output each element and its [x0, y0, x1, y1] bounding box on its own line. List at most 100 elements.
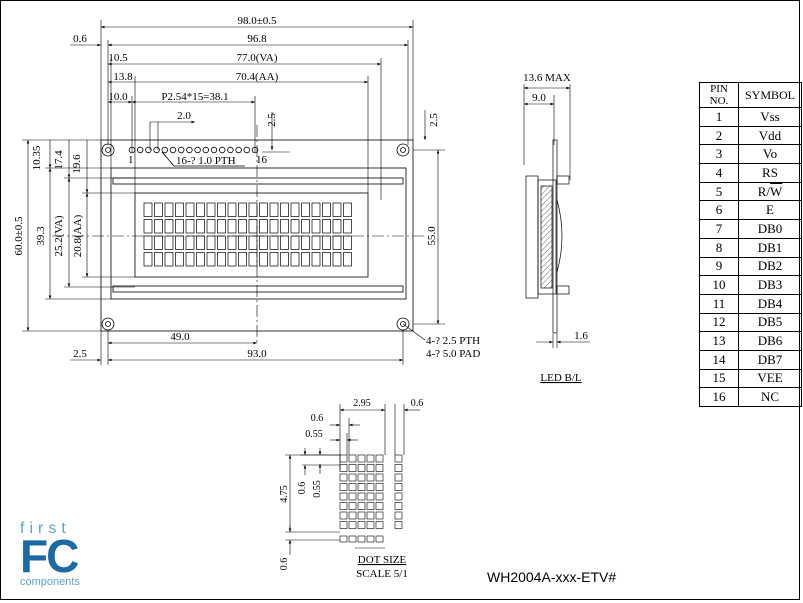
dim-aa-offset: 13.8 — [113, 71, 133, 83]
char-cell — [238, 219, 247, 234]
pin-pad — [169, 146, 177, 154]
pin-symbol: DB5 — [738, 312, 802, 333]
char-cell — [185, 219, 195, 234]
pin-number: 3 — [699, 144, 739, 165]
char-cell — [259, 235, 268, 250]
char-cell — [301, 252, 310, 267]
char-cell — [154, 252, 163, 267]
cursor-dot — [348, 535, 357, 543]
dot — [348, 511, 357, 520]
char-cell — [227, 252, 237, 267]
dot — [375, 492, 384, 501]
dot — [357, 454, 366, 463]
cursor-dot — [357, 535, 366, 543]
dot — [357, 483, 366, 491]
char-cell — [206, 252, 216, 267]
pin-number: 13 — [699, 331, 739, 351]
pin-symbol: DB1 — [738, 237, 802, 258]
dot-4-75: 4.75 — [279, 485, 290, 503]
dim-pin-pitch: P2.54*15=38.1 — [161, 91, 228, 103]
char-cell — [185, 252, 195, 267]
char-cell — [154, 219, 163, 234]
dim-93: 93.0 — [247, 348, 267, 360]
dot-next-char — [394, 502, 403, 510]
char-cell — [206, 235, 216, 250]
dot — [357, 502, 366, 510]
dot-2-95: 2.95 — [353, 398, 371, 409]
char-cell — [248, 219, 258, 234]
char-cell — [311, 219, 321, 234]
side-pcb-thickness: 1.6 — [574, 330, 588, 342]
hole-callout-pth: 4-? 2.5 PTH — [426, 335, 480, 347]
char-cell — [311, 235, 321, 250]
char-cell — [290, 252, 300, 267]
dim-pin-top: 2.5 — [266, 113, 278, 127]
pin-number: 4 — [699, 163, 739, 183]
right-dimensions — [402, 150, 445, 341]
pin-symbol: E — [738, 200, 802, 221]
dot-next-char — [394, 492, 403, 501]
pin-symbol: Vo — [738, 144, 802, 165]
character-grid — [143, 202, 352, 267]
dimension-labels: 98.0±0.5 0.6 96.8 10.5 77.0(VA) 13.8 70.… — [13, 15, 588, 580]
char-cell — [259, 252, 268, 267]
dot-scale: SCALE 5/1 — [356, 568, 408, 580]
side-label: LED B/L — [540, 372, 582, 384]
char-cell — [343, 252, 352, 267]
char-cell — [280, 252, 289, 267]
side-view — [523, 84, 590, 348]
dim-pin-to-aa: 2.0 — [177, 110, 191, 122]
pin-pad — [161, 146, 168, 154]
dot — [348, 454, 357, 463]
char-cell — [238, 252, 247, 267]
char-cell — [269, 202, 279, 217]
dot-0-6-bottom: 0.6 — [279, 558, 290, 571]
char-cell — [269, 252, 279, 267]
pin-pad — [235, 146, 242, 154]
pin-symbol: VEE — [738, 368, 802, 389]
pin-number: 10 — [699, 275, 739, 295]
pin-first-label: 1 — [128, 154, 134, 166]
dot — [339, 521, 348, 529]
char-cell — [259, 202, 268, 217]
header-pin-no: PIN NO. — [699, 82, 739, 108]
dim-39-3: 39.3 — [35, 226, 47, 246]
pin-number: 1 — [699, 107, 739, 127]
char-cell — [196, 202, 205, 217]
dot-0-55-h: 0.55 — [305, 429, 323, 440]
char-cell — [185, 202, 195, 217]
dim-hole-span: 96.8 — [247, 33, 267, 45]
dot — [375, 521, 384, 529]
char-cell — [269, 235, 279, 250]
char-cell — [185, 235, 195, 250]
dot — [366, 492, 375, 501]
logo-components: components — [20, 576, 80, 588]
char-cell — [301, 202, 310, 217]
char-cell — [175, 202, 184, 217]
pin-pad — [202, 146, 209, 154]
cursor-dot — [375, 535, 384, 543]
bottom-dimensions — [70, 330, 404, 365]
dot — [357, 492, 366, 501]
dim-10-35: 10.35 — [31, 145, 43, 170]
char-cell — [164, 202, 174, 217]
char-cell — [143, 252, 153, 267]
pin-symbol: DB6 — [738, 331, 802, 351]
logo-fc: FC — [20, 530, 79, 582]
dim-va-width: 77.0(VA) — [236, 52, 277, 64]
dim-hole-vspan: 55.0 — [426, 226, 438, 246]
pin-symbol: DB7 — [738, 349, 802, 370]
pin-pad — [227, 146, 234, 154]
dot — [375, 483, 384, 491]
